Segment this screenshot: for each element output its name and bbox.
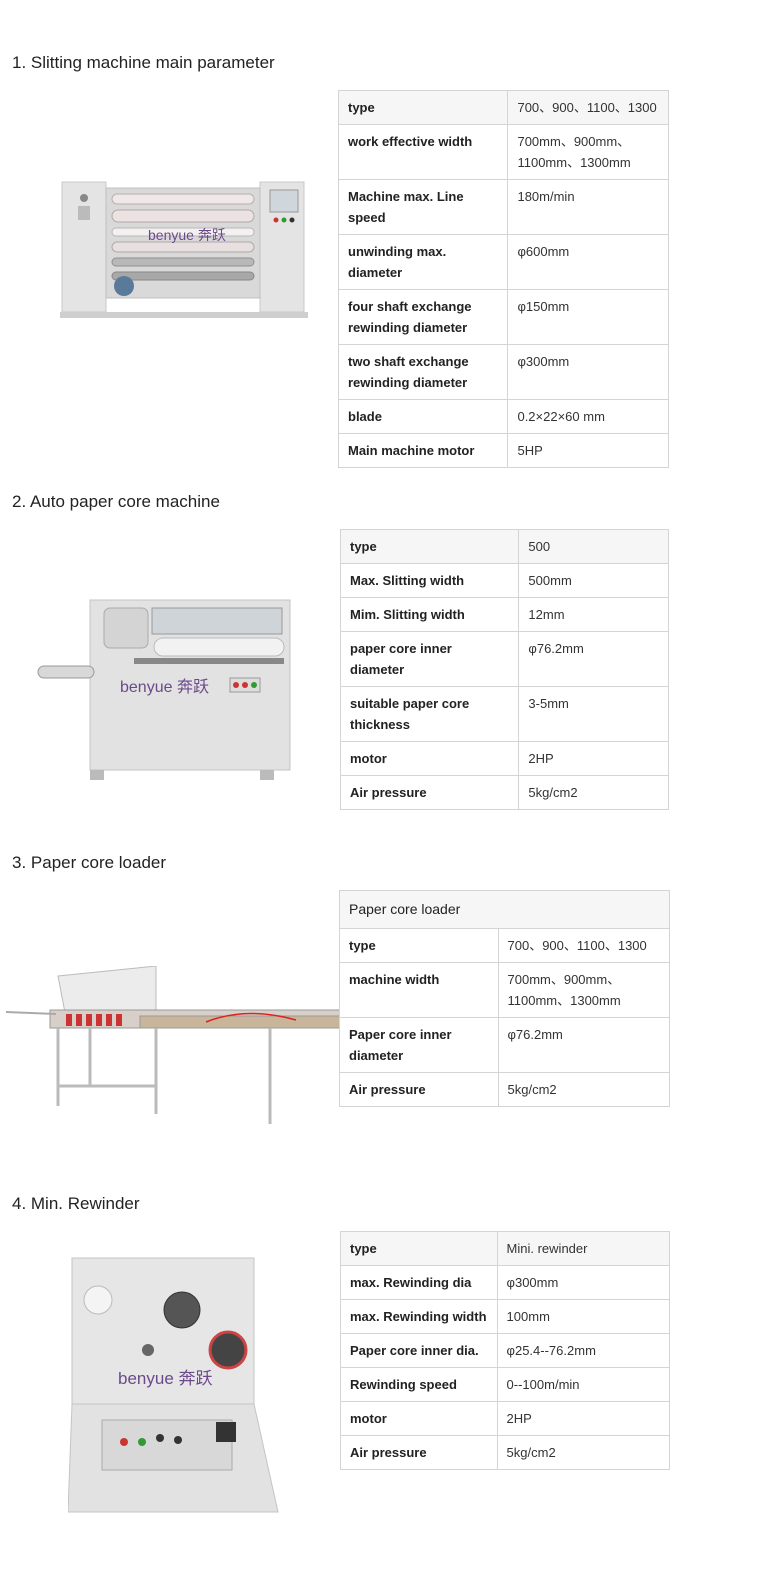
- spec-value: 100mm: [496, 1299, 671, 1334]
- spec-value: 3-5mm: [518, 686, 669, 742]
- spec-label: Rewinding speed: [340, 1367, 498, 1402]
- spec-label: Paper core inner dia.: [340, 1333, 498, 1368]
- spec-label: machine width: [339, 962, 499, 1018]
- paper-core-loader-image: [6, 966, 340, 1126]
- table-caption-row: Paper core loader: [339, 890, 670, 929]
- mini-rewinder-image: benyue 奔跃: [68, 1254, 282, 1516]
- spec-label: motor: [340, 1401, 498, 1436]
- spec-value: 700、900、1100、1300: [497, 928, 670, 963]
- slitting-machine-image: benyue 奔跃: [60, 176, 308, 324]
- spec-label: Main machine motor: [337, 433, 509, 468]
- spec-value: 0.2×22×60 mm: [507, 399, 669, 434]
- spec-label: two shaft exchange rewinding diameter: [337, 344, 509, 400]
- spec-value: φ150mm: [507, 289, 669, 345]
- spec-label: Max. Slitting width: [339, 563, 520, 598]
- spec-label: Air pressure: [340, 1435, 498, 1470]
- spec-label: max. Rewinding dia: [340, 1265, 498, 1300]
- table-caption: Paper core loader: [339, 890, 670, 929]
- spec-value: φ76.2mm: [497, 1017, 670, 1073]
- section-heading-slitting: 1. Slitting machine main parameter: [12, 53, 275, 72]
- spec-value: 2HP: [518, 741, 669, 776]
- slitting-logo: benyue 奔跃: [148, 227, 226, 243]
- spec-value: φ76.2mm: [518, 631, 669, 687]
- spec-value: 700mm、900mm、1100mm、1300mm: [497, 962, 670, 1018]
- spec-label: type: [339, 529, 520, 564]
- spec-label: blade: [337, 399, 509, 434]
- spec-value: φ25.4--76.2mm: [496, 1333, 671, 1368]
- spec-value: 2HP: [496, 1401, 671, 1436]
- spec-value: 500mm: [518, 563, 669, 598]
- spec-label: type: [340, 1231, 498, 1266]
- spec-value: 180m/min: [507, 179, 669, 235]
- spec-value: 500: [518, 529, 669, 564]
- spec-value: 5HP: [507, 433, 669, 468]
- spec-label: Paper core inner diameter: [339, 1017, 499, 1073]
- spec-label: max. Rewinding width: [340, 1299, 498, 1334]
- spec-label: suitable paper core thickness: [339, 686, 520, 742]
- paper-core-machine-image: benyue 奔跃: [34, 594, 300, 786]
- spec-label: motor: [339, 741, 520, 776]
- rewinder-logo: benyue 奔跃: [118, 1369, 213, 1388]
- spec-value: 5kg/cm2: [497, 1072, 670, 1107]
- spec-value: 5kg/cm2: [518, 775, 669, 810]
- spec-value: 700mm、900mm、1100mm、1300mm: [507, 124, 669, 180]
- spec-label: unwinding max. diameter: [337, 234, 509, 290]
- paper-core-logo: benyue 奔跃: [120, 678, 209, 696]
- spec-label: Air pressure: [339, 1072, 499, 1107]
- section-heading-rewinder: 4. Min. Rewinder: [12, 1194, 140, 1213]
- table-row: Paper core inner dia.φ25.4--76.2mm: [340, 1333, 671, 1368]
- spec-value: Mini. rewinder: [496, 1231, 671, 1266]
- spec-label: paper core inner diameter: [339, 631, 520, 687]
- section-heading-paper-core: 2. Auto paper core machine: [12, 492, 220, 511]
- spec-label: type: [337, 90, 509, 125]
- spec-label: work effective width: [337, 124, 509, 180]
- spec-value: 700、900、1100、1300: [507, 90, 669, 125]
- spec-value: φ600mm: [507, 234, 669, 290]
- spec-label: Mim. Slitting width: [339, 597, 520, 632]
- spec-label: Air pressure: [339, 775, 520, 810]
- spec-value: 12mm: [518, 597, 669, 632]
- spec-value: φ300mm: [496, 1265, 671, 1300]
- spec-label: type: [339, 928, 499, 963]
- section-heading-loader: 3. Paper core loader: [12, 853, 167, 872]
- spec-value: 0--100m/min: [496, 1367, 671, 1402]
- spec-label: four shaft exchange rewinding diameter: [337, 289, 509, 345]
- spec-label: Machine max. Line speed: [337, 179, 509, 235]
- spec-value: φ300mm: [507, 344, 669, 400]
- spec-value: 5kg/cm2: [496, 1435, 671, 1470]
